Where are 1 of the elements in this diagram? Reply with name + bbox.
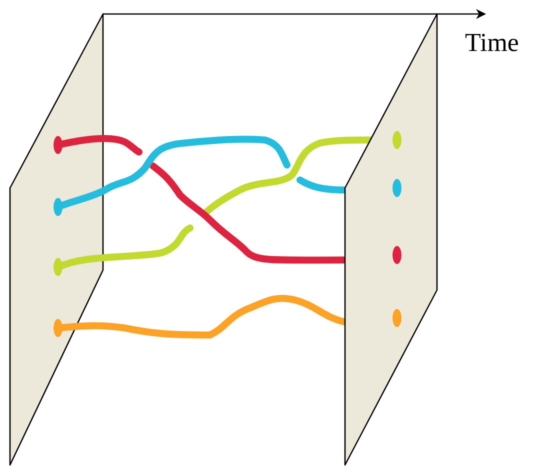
axis-label: Time xyxy=(465,30,519,56)
